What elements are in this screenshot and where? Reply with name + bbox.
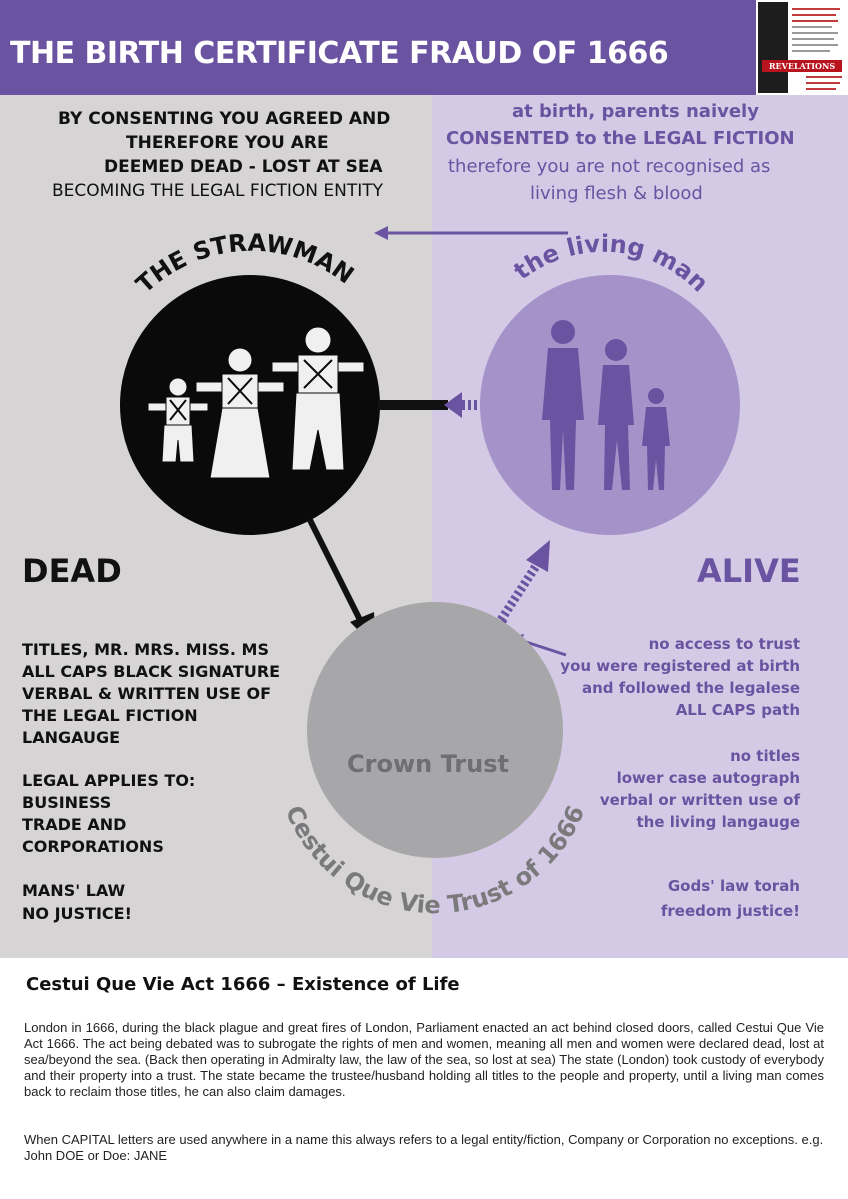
capital-letters-paragraph: When CAPITAL letters are used anywhere i… xyxy=(24,1132,824,1163)
left-intro-line-4: BECOMING THE LEGAL FICTION ENTITY xyxy=(52,181,384,201)
right-intro-line-3: therefore you are not recognised as xyxy=(448,156,771,177)
left-intro-line-1: BY CONSENTING YOU AGREED AND xyxy=(58,109,391,129)
left-list2-item: CORPORATIONS xyxy=(22,837,164,856)
crown-trust-circle xyxy=(307,602,563,858)
thumbnail-dark-column xyxy=(758,2,788,93)
right-list3-item: Gods' law torah xyxy=(667,877,800,895)
right-list3-item: freedom justice! xyxy=(660,902,800,920)
dead-label: DEAD xyxy=(22,552,122,590)
left-list2-item: BUSINESS xyxy=(22,793,112,812)
right-list1-item: you were registered at birth xyxy=(560,657,800,675)
left-list1-item: THE LEGAL FICTION xyxy=(22,706,198,725)
header-bar xyxy=(0,0,848,95)
right-list2-item: no titles xyxy=(730,747,800,765)
right-list1-item: no access to trust xyxy=(648,635,800,653)
left-list2-item: TRADE AND xyxy=(22,815,127,834)
right-intro-line-2: CONSENTED to the LEGAL FICTION xyxy=(446,128,795,149)
strawman-figures-icon xyxy=(147,326,365,479)
consent-arrow xyxy=(374,226,568,240)
right-list1-item: ALL CAPS path xyxy=(675,701,800,719)
left-intro-line-2: THEREFORE YOU ARE xyxy=(126,133,329,153)
left-list3-item: MANS' LAW xyxy=(22,881,126,900)
act-description-paragraph: London in 1666, during the black plague … xyxy=(24,1020,824,1099)
right-intro-line-4: living flesh & blood xyxy=(530,183,703,204)
left-list1-item: ALL CAPS BLACK SIGNATURE xyxy=(22,662,281,681)
left-list1-item: TITLES, MR. MRS. MISS. MS xyxy=(22,640,269,659)
page-title: THE BIRTH CERTIFICATE FRAUD OF 1666 xyxy=(10,36,669,71)
right-list2-item: the living langauge xyxy=(636,813,800,831)
strawman-living-connector xyxy=(378,392,480,418)
act-heading: Cestui Que Vie Act 1666 – Existence of L… xyxy=(26,974,460,995)
left-list3-item: NO JUSTICE! xyxy=(22,904,132,923)
right-list2-item: verbal or written use of xyxy=(599,791,800,809)
alive-label: ALIVE xyxy=(697,552,801,590)
family-figures-icon xyxy=(542,320,670,490)
thumbnail-revelations-label: REVELATIONS xyxy=(762,60,842,72)
left-intro-line-3: DEEMED DEAD - LOST AT SEA xyxy=(104,157,383,177)
left-list1-item: VERBAL & WRITTEN USE OF xyxy=(22,684,272,703)
right-list2-item: lower case autograph xyxy=(616,769,800,787)
left-list1-item: LANGAUGE xyxy=(22,728,121,747)
diagram-svg: THE STRAWMAN the living man X xyxy=(120,226,740,919)
crown-trust-label: Crown Trust xyxy=(347,750,509,778)
right-intro-line-1: at birth, parents naively xyxy=(512,101,759,122)
left-list2-item: LEGAL APPLIES TO: xyxy=(22,771,196,790)
right-list1-item: and followed the legalese xyxy=(581,679,800,697)
